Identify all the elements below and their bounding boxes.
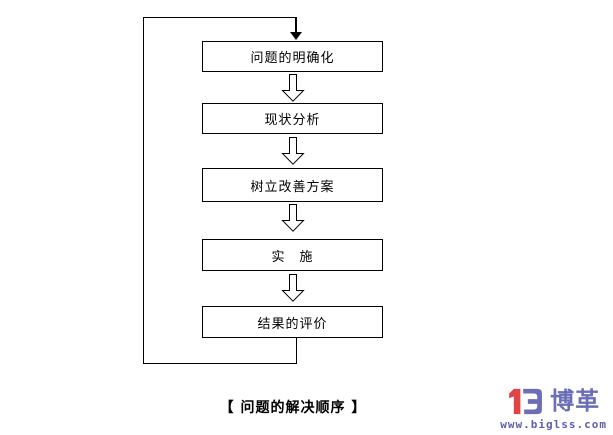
flow-step-establish-improvement-plan: 树立改善方案	[202, 168, 383, 202]
flow-step-problem-clarification: 问题的明确化	[202, 41, 383, 72]
feedback-line-bottom-drop	[296, 338, 297, 364]
feedback-line-top-drop	[295, 17, 297, 33]
flow-step-current-state-analysis: 现状分析	[202, 103, 383, 134]
flow-step-label: 结果的评价	[257, 316, 328, 332]
flow-step-label: 实 施	[271, 249, 314, 265]
block-arrow-down-icon	[281, 137, 305, 165]
biglss-bg-monogram-icon	[509, 388, 543, 415]
feedback-arrowhead-icon	[290, 32, 302, 40]
feedback-line-left	[143, 17, 144, 364]
flow-step-label: 树立改善方案	[250, 179, 335, 195]
biglss-logo: 博革 www.biglss.com	[500, 386, 607, 431]
block-arrow-down-icon	[281, 74, 305, 102]
flow-step-label: 问题的明确化	[250, 51, 335, 66]
logo-brand-text: 博革	[550, 387, 601, 415]
logo-url-text: www.biglss.com	[500, 418, 607, 431]
feedback-line-bottom	[143, 363, 297, 364]
diagram-caption: 【 问题的解决顺序 】	[219, 400, 367, 416]
flow-step-implementation: 实 施	[202, 239, 383, 271]
feedback-line-top	[143, 17, 296, 18]
flow-step-label: 现状分析	[264, 113, 321, 128]
block-arrow-down-icon	[281, 204, 305, 232]
block-arrow-down-icon	[281, 274, 305, 302]
flow-step-result-evaluation: 结果的评价	[202, 306, 383, 338]
